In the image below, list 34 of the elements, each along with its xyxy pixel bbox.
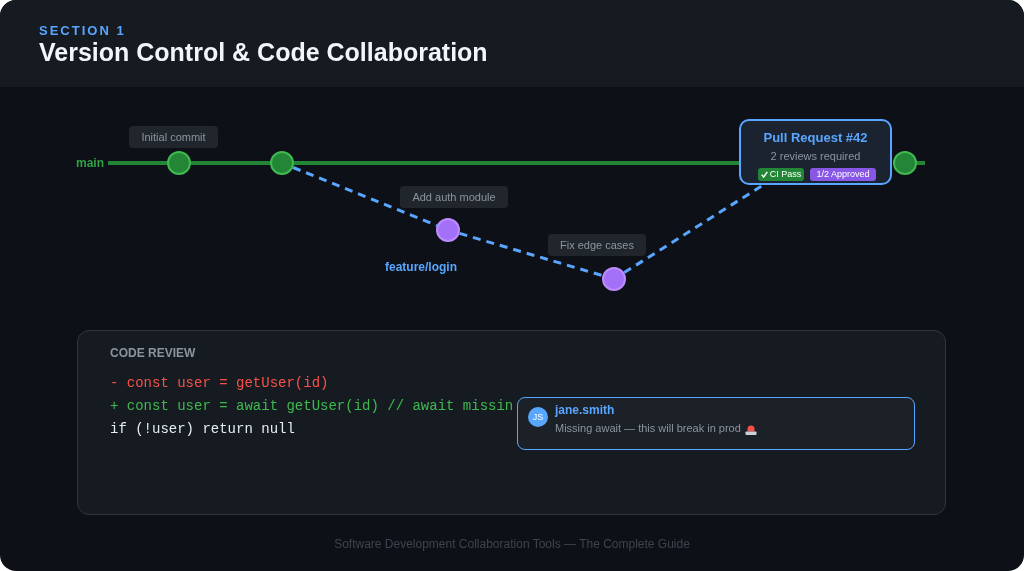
dashed-branch-line	[459, 231, 603, 278]
pull-request-title: Pull Request #42	[763, 130, 868, 146]
status-badge	[758, 168, 804, 181]
commit-message-tag: Fix edge cases	[548, 234, 646, 256]
pull-request-card	[739, 119, 892, 185]
review-requirement-text: 2 reviews required	[770, 149, 861, 163]
deleted-code-line: - const user = getUser(id)	[110, 374, 329, 393]
comment-author: jane.smith	[555, 402, 615, 418]
branch-line	[294, 161, 739, 165]
code-line: if (!user) return null	[110, 420, 295, 439]
branch-label: main	[76, 155, 108, 171]
page-title: Version Control & Code Collaboration	[39, 37, 488, 68]
comment-text: Missing await — this will break in prod	[555, 421, 741, 436]
commit-dot	[602, 267, 626, 291]
commit-message-tag: Initial commit	[129, 126, 218, 148]
status-badge: 1/2 Approved	[810, 168, 876, 181]
code-review-panel	[77, 330, 946, 515]
commit-dot	[167, 151, 191, 175]
branch-label: feature/login	[385, 260, 457, 275]
commit-message-tag: Add auth module	[400, 186, 508, 208]
commit-dot	[893, 151, 917, 175]
dashed-branch-line	[292, 166, 438, 227]
branch-line	[108, 161, 167, 165]
user-avatar: JS	[528, 407, 548, 427]
status-text: CI Pass	[769, 169, 802, 180]
commit-dot	[436, 218, 460, 242]
added-code-line: + const user = await getUser(id) // await missin	[110, 397, 514, 416]
branch-line	[191, 161, 270, 165]
dashed-branch-line	[623, 183, 764, 274]
commit-dot	[270, 151, 294, 175]
panel-heading: CODE REVIEW	[110, 346, 196, 361]
branch-line	[917, 161, 925, 165]
section-eyebrow: SECTION 1	[39, 23, 126, 39]
review-comment-card	[517, 397, 915, 450]
